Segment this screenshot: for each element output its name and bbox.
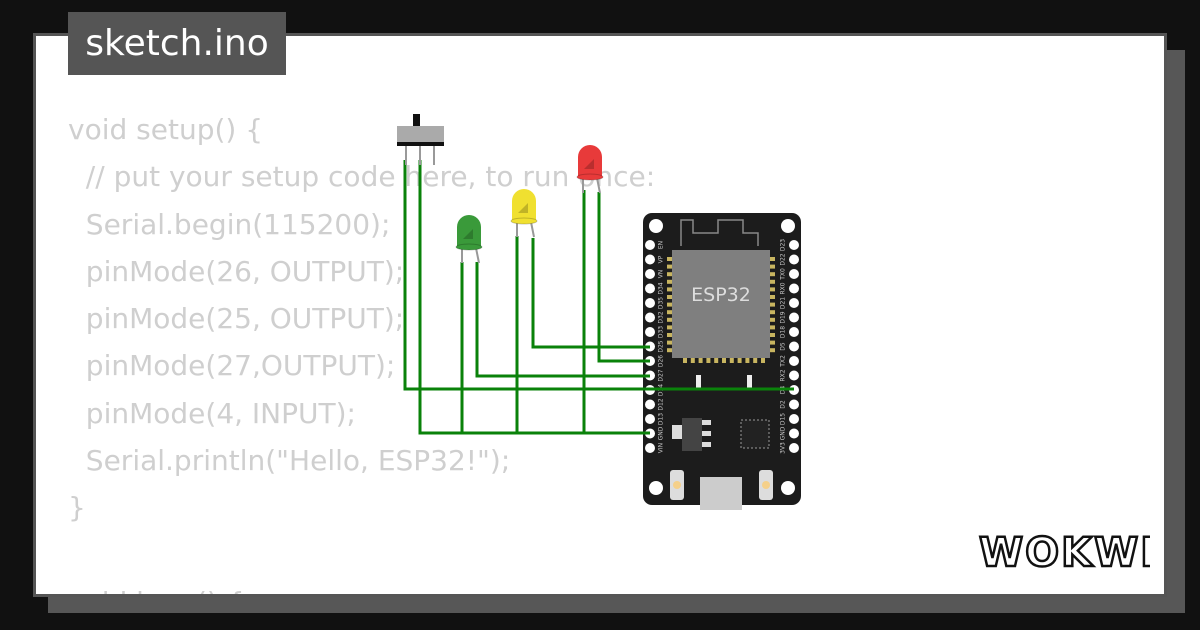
slide-switch[interactable] [397, 114, 444, 165]
pin-d12[interactable] [645, 399, 655, 410]
pin-label: D33 [658, 326, 665, 338]
pin-d35[interactable] [645, 298, 655, 308]
wire-switch-d4 [403, 160, 794, 391]
pin-label: VIN [658, 443, 665, 453]
pin-label: D21 [780, 297, 787, 309]
pin-3v3[interactable] [789, 443, 799, 453]
pin-label: D12 [658, 398, 665, 410]
pin-d15[interactable] [789, 414, 799, 424]
pin-label: D25 [658, 340, 665, 352]
pin-label: D5 [780, 342, 787, 351]
pin-d13[interactable] [645, 414, 655, 424]
esp32-board[interactable]: ESP32 ENVPVND34D35D32D33D25D26D27D14D12D… [643, 213, 801, 510]
pin-label: VP [658, 255, 665, 263]
pin-label: D2 [780, 400, 787, 409]
pin-label: GND [780, 426, 787, 440]
pin-label: TX2 [780, 355, 787, 368]
pin-label: D15 [780, 413, 787, 425]
pin-label: EN [658, 241, 665, 249]
code-line: pinMode(27,OUTPUT); [68, 349, 396, 383]
pin-d19[interactable] [789, 312, 799, 323]
pin-d18[interactable] [789, 327, 799, 337]
code-line: void setup() { [68, 113, 264, 146]
wire-yellow-d25 [531, 238, 650, 349]
pin-label: TX0 [780, 268, 787, 281]
usb-port [700, 477, 742, 510]
pin-en[interactable] [645, 240, 655, 250]
pin-label: RX0 [780, 282, 787, 294]
pin-label: D18 [780, 326, 787, 338]
usb-chip [740, 419, 770, 449]
pin-tx2[interactable] [789, 356, 799, 366]
pin-rx2[interactable] [789, 370, 799, 381]
led-green[interactable] [455, 215, 483, 264]
pin-label: VN [658, 270, 665, 279]
code-line: pinMode(4, INPUT); [68, 396, 356, 430]
pin-gnd[interactable] [789, 428, 799, 439]
esp32-chip [672, 250, 770, 358]
antenna-trace [680, 219, 759, 246]
pin-d34[interactable] [645, 283, 655, 294]
pin-rx0[interactable] [789, 283, 799, 294]
pin-label: D19 [780, 311, 787, 323]
code-line: pinMode(26, OUTPUT); [68, 254, 405, 288]
pin-d23[interactable] [789, 240, 799, 250]
pin-d22[interactable] [789, 254, 799, 265]
pin-label: GND [658, 426, 665, 440]
pin-label: RX2 [780, 369, 787, 381]
regulator [682, 418, 702, 451]
wires [403, 160, 794, 435]
pin-label: D22 [780, 253, 787, 265]
pin-label: D32 [658, 311, 665, 323]
file-tab[interactable]: sketch.ino [68, 12, 286, 75]
pin-vin[interactable] [645, 443, 655, 453]
wire-gnd [418, 160, 650, 435]
pin-d2[interactable] [789, 399, 799, 410]
led-yellow[interactable] [510, 189, 538, 238]
pin-label: 3V3 [780, 442, 787, 454]
pin-label: D35 [658, 297, 665, 309]
pin-d21[interactable] [789, 298, 799, 308]
pin-label: D26 [658, 355, 665, 367]
logo-text: WOKWI [979, 530, 1150, 576]
pin-label: D13 [658, 413, 665, 425]
led-red[interactable] [576, 145, 604, 194]
wire-green-d27 [475, 262, 650, 378]
wire-red-d26 [597, 192, 650, 363]
wokwi-logo: WOKWI [978, 529, 1150, 576]
pin-tx0[interactable] [789, 269, 799, 279]
pin-vp[interactable] [645, 254, 655, 265]
pin-label: D34 [658, 282, 665, 294]
code-line: pinMode(25, OUTPUT); [68, 302, 405, 336]
pin-d5[interactable] [789, 341, 799, 352]
pin-label: D23 [780, 239, 787, 251]
code-line: Serial.println("Hello, ESP32!"); [68, 444, 511, 478]
code-line: void loop() { [68, 586, 245, 594]
code-line: Serial.begin(115200); [68, 207, 391, 241]
chip-label: ESP32 [691, 284, 751, 306]
pin-d33[interactable] [645, 327, 655, 337]
pin-vn[interactable] [645, 269, 655, 279]
pin-label: D27 [658, 369, 665, 381]
pin-d32[interactable] [645, 312, 655, 323]
code-line: } [68, 491, 86, 525]
